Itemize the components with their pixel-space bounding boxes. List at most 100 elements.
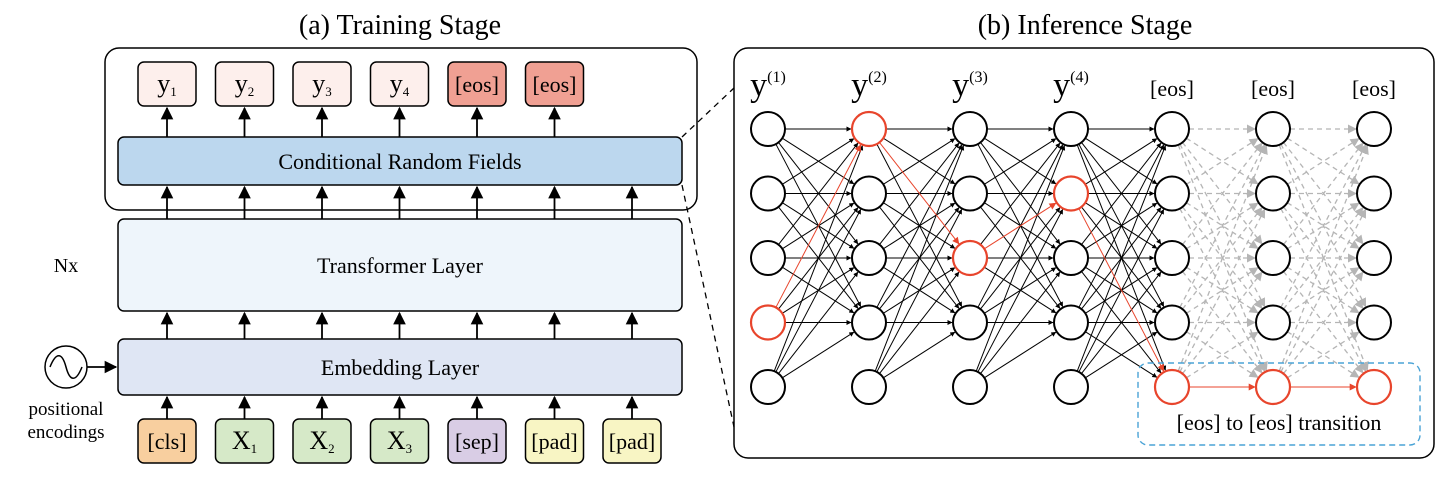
transition-edge <box>876 209 963 373</box>
lattice-node <box>851 304 887 341</box>
training-input-tokens: [cls] X1 X2 X3 [sep] [pad] [pad] <box>137 418 662 464</box>
input-to-embedding-arrows <box>160 395 639 419</box>
lattice-node <box>1356 111 1392 147</box>
lattice-node <box>1053 369 1089 405</box>
output-arrows <box>160 106 561 137</box>
embedding-to-transformer-arrows <box>160 311 639 339</box>
embedding-label: Embedding Layer <box>321 355 480 380</box>
transition-edge <box>782 331 855 379</box>
transition-edge <box>1085 138 1158 185</box>
transition-edge <box>980 142 1061 245</box>
output-token-2: y2 <box>214 61 275 107</box>
nx-label: Nx <box>54 255 78 277</box>
input-token-3: X2 <box>292 418 352 464</box>
lattice-node <box>1255 240 1291 276</box>
lattice-node <box>1255 175 1291 212</box>
transition-edge <box>876 144 963 308</box>
transition-edge <box>773 145 864 372</box>
input-token-5-text: [sep] <box>455 429 499 454</box>
lattice-node-highlighted <box>850 110 888 148</box>
input-token-7-text: [pad] <box>609 429 655 454</box>
lattice-node <box>750 369 786 405</box>
lattice-node-highlighted <box>749 304 787 341</box>
inference-stage-title: (b) Inference Stage <box>978 10 1193 41</box>
crf-label: Conditional Random Fields <box>278 149 521 174</box>
transition-edge <box>984 138 1057 185</box>
best-path-edge <box>1078 208 1165 372</box>
transition-edge <box>984 331 1057 379</box>
transition-edge <box>782 138 855 185</box>
lattice-node <box>1154 304 1190 341</box>
input-token-4-text: X3 <box>387 426 412 456</box>
column-label-5: [eos] <box>1150 76 1194 101</box>
positional-label-line1: positional <box>29 399 104 420</box>
lattice-node-highlighted <box>1052 175 1090 212</box>
output-token-2-text: y2 <box>235 69 255 99</box>
column-label-7: [eos] <box>1352 76 1396 101</box>
output-token-6-text: [eos] <box>533 72 577 97</box>
input-token-4: X3 <box>369 418 430 464</box>
zoom-line-bottom <box>681 184 735 428</box>
transition-edge <box>874 145 965 372</box>
inference-column-labels: y(1)y(2)y(3)y(4)[eos][eos][eos] <box>750 67 1396 104</box>
eos-transition-edges <box>1177 124 1369 379</box>
lattice-node <box>1053 111 1089 147</box>
lattice-node <box>1255 111 1291 147</box>
lattice-node <box>1356 240 1392 276</box>
output-token-5-text: [eos] <box>455 72 499 97</box>
input-token-1-text: [cls] <box>147 429 186 454</box>
output-token-3-text: y3 <box>312 69 332 99</box>
eos-transition-edge <box>1179 208 1266 373</box>
lattice-node <box>851 369 887 405</box>
best-path-edges <box>775 142 1357 391</box>
eos-transition-edge <box>1280 144 1367 308</box>
best-path-edge <box>879 142 960 245</box>
lattice-node <box>1053 240 1089 276</box>
transition-edge <box>975 145 1066 372</box>
transition-edge <box>1081 142 1162 245</box>
eos-transition-edge <box>1181 271 1263 375</box>
lattice-node <box>750 175 786 212</box>
lattice-node <box>952 304 988 341</box>
output-token-4-text: y4 <box>390 69 410 99</box>
input-token-6-text: [pad] <box>531 429 577 454</box>
transition-edge <box>1081 271 1162 374</box>
eos-transition-label: [eos] to [eos] transition <box>1177 410 1382 435</box>
eos-transition-edge <box>1177 144 1268 372</box>
lattice-node <box>952 111 988 147</box>
lattice-node <box>952 369 988 405</box>
training-output-group-frame <box>104 47 698 211</box>
transition-edge <box>778 271 859 374</box>
input-token-6: [pad] <box>524 418 585 464</box>
lattice-node-highlighted <box>1254 368 1292 406</box>
positional-label-line2: encodings <box>27 422 104 443</box>
zoom-line-top <box>681 87 735 138</box>
transition-edge <box>883 331 956 379</box>
input-token-7: [pad] <box>602 418 662 464</box>
column-label-3: y(3) <box>952 67 988 104</box>
transition-edge <box>1085 331 1158 379</box>
input-token-3-text: X2 <box>309 426 334 456</box>
inference-stage: (b) Inference Stage y(1)y(2)y(3)y(4)[eos… <box>733 10 1435 459</box>
output-token-6: [eos] <box>524 61 585 107</box>
inference-frame <box>733 47 1435 459</box>
transformer-layer <box>117 218 683 312</box>
lattice-node <box>750 240 786 276</box>
column-label-6: [eos] <box>1251 76 1295 101</box>
transition-edge <box>1076 145 1167 372</box>
output-token-4: y4 <box>369 61 430 107</box>
column-label-1: y(1) <box>750 67 786 104</box>
lattice-node-highlighted <box>951 239 989 277</box>
input-token-2-text: X1 <box>232 426 257 456</box>
eos-transition-box <box>1137 362 1421 446</box>
transition-edge <box>980 271 1061 374</box>
input-token-1: [cls] <box>137 418 197 464</box>
transition-edge <box>879 271 960 374</box>
lattice-node <box>1154 111 1190 147</box>
lattice-node <box>851 240 887 276</box>
transformer-label: Transformer Layer <box>317 253 484 278</box>
transition-edge <box>883 138 956 185</box>
eos-transition-edge <box>1282 271 1364 375</box>
input-token-2: X1 <box>214 418 275 464</box>
